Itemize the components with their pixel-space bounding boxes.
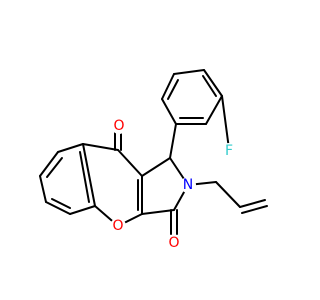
svg-text:O: O [112,218,123,234]
bond [69,205,96,215]
bond [82,143,96,207]
bond [202,75,217,97]
svg-text:O: O [113,118,124,134]
bond [169,123,177,159]
svg-text:F: F [225,143,233,159]
bond [161,73,175,100]
bond [117,149,143,177]
bond [51,198,71,209]
fluorine: F [221,143,237,159]
bond [39,151,59,177]
bond [45,201,71,215]
svg-text:N: N [183,177,193,193]
bond [79,151,90,203]
bond [221,95,230,150]
bond [203,69,223,97]
ketone-oxygen: O [111,118,127,134]
bond [57,143,84,153]
bond [161,98,177,125]
bond [205,95,223,125]
svg-text:O: O [168,235,179,251]
bond [141,157,171,177]
bond [241,205,268,214]
bond [46,157,63,178]
molecule-structure: O O O N F [39,69,268,251]
atom-labels: O O O N F [110,118,237,251]
ring-nitrogen: N [180,177,196,193]
bond [215,181,241,208]
ring-oxygen: O [110,218,126,234]
bond [39,175,47,203]
lactam-oxygen: O [166,235,182,251]
bond [141,209,175,215]
bond [239,199,266,208]
bond [82,143,119,151]
bond [167,79,179,100]
bond [173,69,205,75]
